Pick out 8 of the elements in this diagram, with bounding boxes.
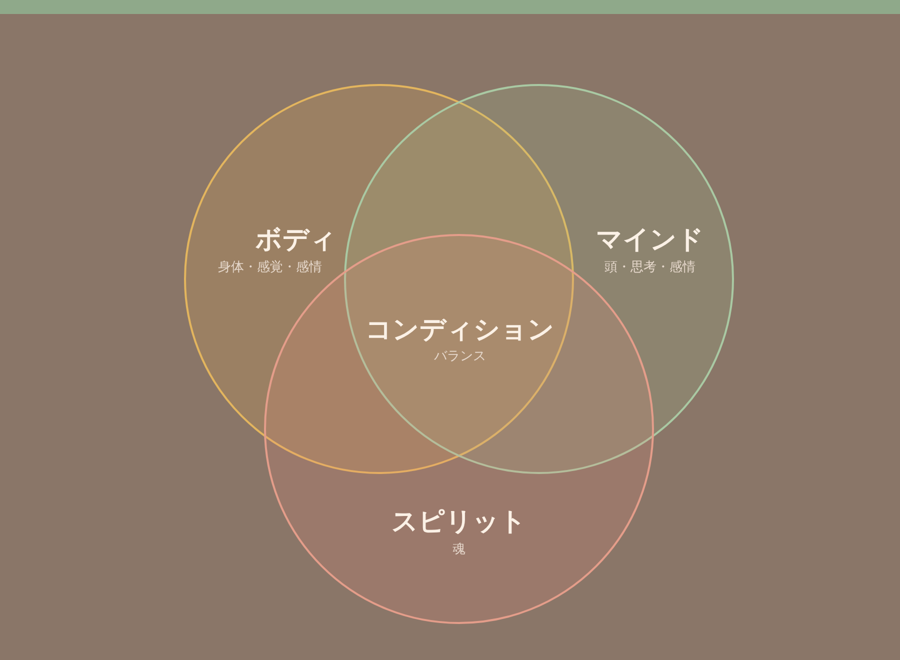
circle-subtitle: 魂 xyxy=(452,541,466,558)
circle-subtitle: 頭・思考・感情 xyxy=(604,259,696,276)
circle-title: ボディ xyxy=(256,224,336,257)
circle-title: スピリット xyxy=(392,506,526,539)
overlap-title: コンディション xyxy=(366,314,554,347)
circle-subtitle: 身体・感覚・感情 xyxy=(218,259,322,276)
overlap-subtitle: バランス xyxy=(434,348,486,365)
circle-title: マインド xyxy=(596,224,704,257)
